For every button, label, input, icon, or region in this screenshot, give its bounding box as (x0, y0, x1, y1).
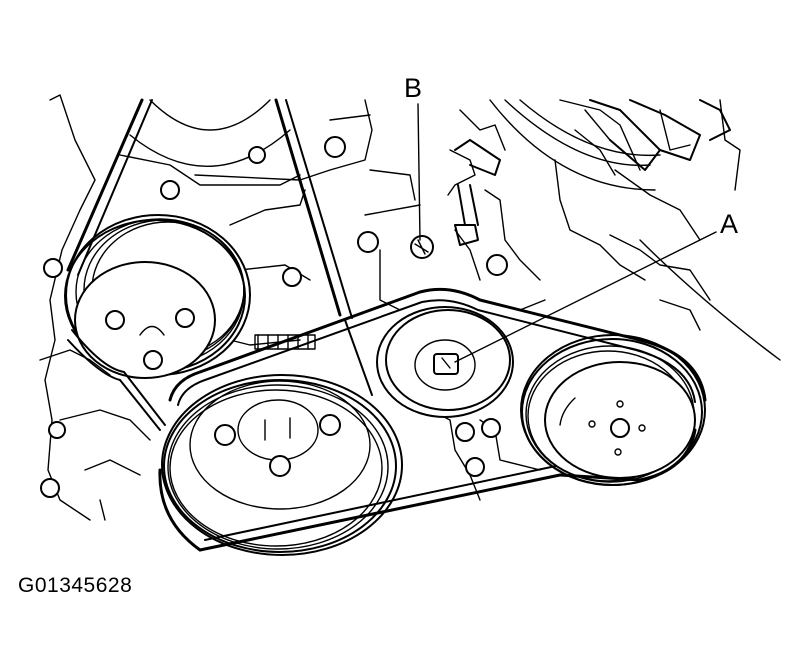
bolt-icon (269, 455, 291, 477)
crankshaft-pulley (161, 374, 403, 556)
bolt-icon (357, 231, 379, 253)
right-pulley (520, 334, 706, 486)
bolt-icon (214, 424, 236, 446)
bolt-icon (324, 136, 346, 158)
callout-b: B (404, 73, 422, 103)
bolt-heads (40, 136, 508, 498)
leader-line-a (454, 231, 717, 363)
bolt-icon (455, 422, 475, 442)
bolt-icon (105, 310, 125, 330)
leader-line-b (417, 103, 421, 241)
bolt-icon (175, 308, 195, 328)
drive-belt (66, 98, 707, 552)
bolt-icon (40, 478, 60, 498)
engine-block-outline (39, 94, 781, 521)
hose-assembly (454, 99, 731, 246)
bolt-icon (486, 254, 508, 276)
bolt-icon (160, 180, 180, 200)
bolt-icon (248, 146, 266, 164)
tensioner-pulley (376, 306, 514, 418)
bolt-icon (319, 414, 341, 436)
bolt-icon (610, 418, 630, 438)
bolt-icon (481, 418, 501, 438)
callout-a: A (720, 209, 738, 239)
bolt-icon (43, 258, 63, 278)
figure-id: G01345628 (18, 574, 133, 597)
callout-leaders (417, 103, 717, 363)
left-upper-pulley (64, 214, 251, 379)
bolt-icon (282, 267, 302, 287)
bolt-icon (465, 457, 485, 477)
bolt-icon (143, 350, 163, 370)
bolt-icon (48, 421, 66, 439)
